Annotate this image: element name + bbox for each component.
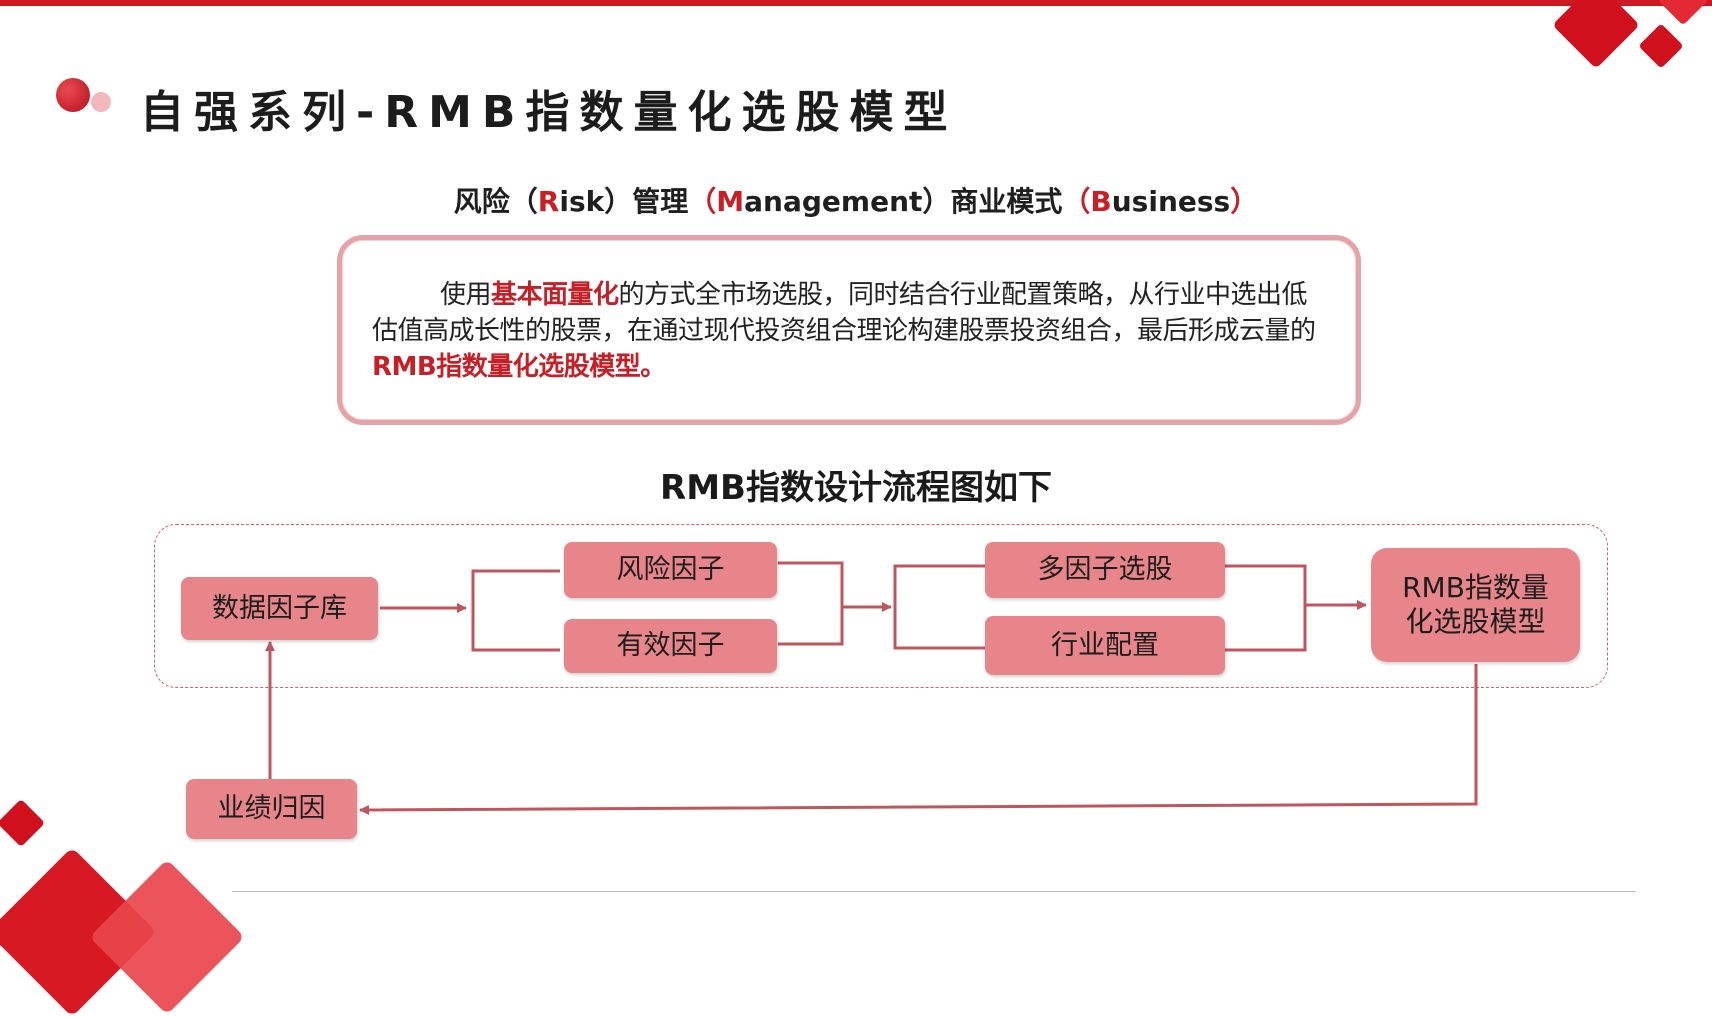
description-box — [337, 235, 1361, 425]
node-effective-factor: 有效因子 — [564, 619, 777, 673]
desc-text-2: 的方式全市场选股，同时结合行业配置策略，从行业中选出低估值高成长性的股票，在通过… — [372, 280, 1316, 346]
subtitle-part6: usiness — [1111, 185, 1231, 218]
node-rmb-model: RMB指数量 化选股模型 — [1371, 548, 1580, 662]
title-bullet-dot-small-icon — [91, 92, 111, 112]
subtitle-part1: 风险（ — [453, 185, 538, 218]
page-title: 自强系列-RMB指数量化选股模型 — [140, 87, 958, 138]
node-multi-factor-selection: 多因子选股 — [985, 542, 1225, 598]
flowchart-connectors — [265, 561, 1478, 815]
branch-right-1 — [778, 561, 844, 646]
description-text: 使用基本面量化的方式全市场选股，同时结合行业配置策略，从行业中选出低估值高成长性… — [372, 277, 1332, 385]
subtitle-part7: ） — [1230, 185, 1259, 218]
branch-left-1 — [471, 569, 560, 652]
flowchart-title: RMB指数设计流程图如下 — [660, 468, 1052, 508]
desc-text-1: 使用 — [440, 280, 492, 310]
branch-right-2 — [1225, 564, 1307, 652]
node-industry-allocation: 行业配置 — [985, 616, 1225, 675]
subtitle-part3: （ — [688, 185, 717, 218]
bottom-divider — [232, 891, 1636, 892]
branch-left-2 — [893, 564, 985, 650]
subtitle-m: M — [716, 185, 745, 218]
rmb-subtitle: 风险（Risk）管理（Management）商业模式（Business） — [0, 180, 1712, 220]
subtitle-part4: anagement）商业模式 — [744, 185, 1063, 218]
node-rmb-model-line2: 化选股模型 — [1405, 605, 1546, 638]
title-bullet-dot-icon — [56, 78, 90, 112]
subtitle-r: R — [537, 185, 560, 218]
desc-highlight-fundamental: 基本面量化 — [491, 280, 619, 310]
desc-highlight-model: RMB指数量化选股模型。 — [372, 352, 666, 382]
subtitle-part5: （ — [1062, 185, 1091, 218]
node-data-factor-library: 数据因子库 — [181, 577, 378, 640]
node-risk-factor: 风险因子 — [564, 542, 777, 598]
node-rmb-model-line1: RMB指数量 — [1402, 571, 1549, 604]
subtitle-b: B — [1090, 185, 1112, 218]
node-performance-attribution: 业绩归因 — [186, 779, 357, 839]
flowchart-dashed-frame — [154, 524, 1608, 688]
arrow-model-to-attribution — [359, 664, 1478, 815]
subtitle-part2: isk）管理 — [559, 185, 689, 218]
top-accent-bar — [0, 0, 1712, 6]
